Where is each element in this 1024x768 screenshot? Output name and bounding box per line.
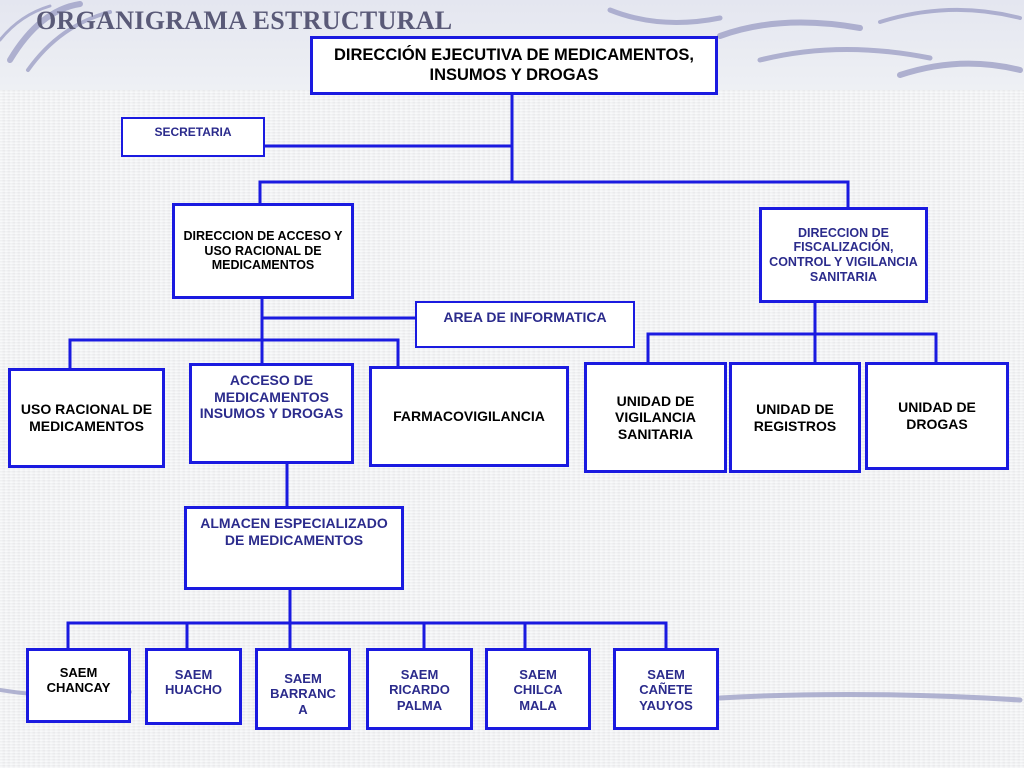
node-uso-racional: USO RACIONAL DE MEDICAMENTOS — [8, 368, 165, 468]
node-unidad-registros-label: UNIDAD DE REGISTROS — [753, 400, 837, 434]
node-saem-canete-yauyos-label: SAEM CAÑETE YAUYOS — [639, 667, 693, 713]
node-direccion-ejecutiva-label: DIRECCIÓN EJECUTIVA DE MEDICAMENTOS, INS… — [334, 46, 694, 84]
node-direccion-acceso: DIRECCION DE ACCESO Y USO RACIONAL DE ME… — [172, 203, 354, 299]
node-secretaria-label: SECRETARIA — [154, 125, 232, 139]
node-unidad-drogas: UNIDAD DE DROGAS — [865, 362, 1009, 470]
node-saem-chilca-mala-label: SAEM CHILCA MALA — [513, 667, 563, 713]
node-direccion-acceso-label: DIRECCION DE ACCESO Y USO RACIONAL DE ME… — [183, 228, 343, 273]
node-saem-huacho: SAEM HUACHO — [145, 648, 242, 725]
node-saem-chancay-label: SAEM CHANCAY — [46, 665, 111, 696]
node-direccion-fiscalizacion-label: DIRECCION DE FISCALIZACIÓN, CONTROL Y VI… — [769, 225, 918, 284]
node-almacen-label: ALMACEN ESPECIALIZADO DE MEDICAMENTOS — [200, 515, 388, 548]
node-secretaria: SECRETARIA — [121, 117, 265, 157]
node-unidad-drogas-label: UNIDAD DE DROGAS — [898, 399, 976, 432]
node-acceso-medicamentos: ACCESO DE MEDICAMENTOS INSUMOS Y DROGAS — [189, 363, 354, 464]
node-saem-huacho-label: SAEM HUACHO — [164, 667, 223, 698]
node-saem-ricardo-palma: SAEM RICARDO PALMA — [366, 648, 473, 730]
node-saem-barranca: SAEM BARRANC A — [255, 648, 351, 730]
page-title: ORGANIGRAMA ESTRUCTURAL — [36, 6, 453, 35]
node-saem-chilca-mala: SAEM CHILCA MALA — [485, 648, 591, 730]
node-direccion-fiscalizacion: DIRECCION DE FISCALIZACIÓN, CONTROL Y VI… — [759, 207, 928, 303]
node-area-informatica: AREA DE INFORMATICA — [415, 301, 635, 348]
node-unidad-vigilancia: UNIDAD DE VIGILANCIA SANITARIA — [584, 362, 727, 473]
node-saem-canete-yauyos: SAEM CAÑETE YAUYOS — [613, 648, 719, 730]
node-saem-barranca-label: SAEM BARRANC A — [270, 671, 336, 717]
node-area-informatica-label: AREA DE INFORMATICA — [443, 309, 607, 325]
node-saem-chancay: SAEM CHANCAY — [26, 648, 131, 723]
node-unidad-vigilancia-label: UNIDAD DE VIGILANCIA SANITARIA — [615, 392, 696, 442]
node-saem-ricardo-palma-label: SAEM RICARDO PALMA — [389, 667, 450, 713]
node-farmacovigilancia: FARMACOVIGILANCIA — [369, 366, 569, 467]
node-farmacovigilancia-label: FARMACOVIGILANCIA — [393, 408, 545, 425]
node-almacen: ALMACEN ESPECIALIZADO DE MEDICAMENTOS — [184, 506, 404, 590]
node-direccion-ejecutiva: DIRECCIÓN EJECUTIVA DE MEDICAMENTOS, INS… — [310, 36, 718, 95]
node-unidad-registros: UNIDAD DE REGISTROS — [729, 362, 861, 473]
node-acceso-medicamentos-label: ACCESO DE MEDICAMENTOS INSUMOS Y DROGAS — [199, 372, 344, 422]
node-uso-racional-label: USO RACIONAL DE MEDICAMENTOS — [20, 401, 153, 434]
